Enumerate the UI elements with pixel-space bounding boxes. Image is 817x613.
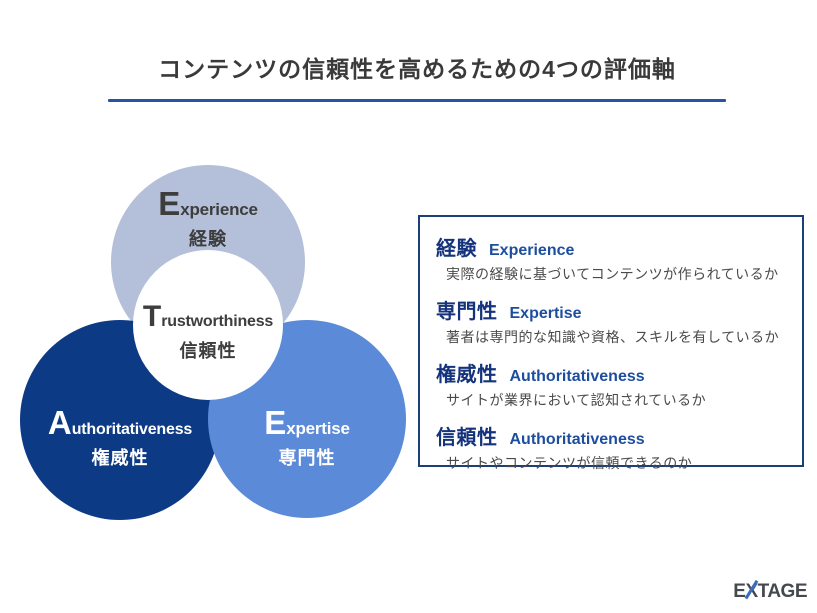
experience-label-jp: 経験: [189, 229, 227, 249]
trustworthiness-label-jp: 信頼性: [179, 341, 237, 361]
panel-item-jp-label: 権威性: [436, 364, 498, 386]
logo-text-part1: E: [733, 581, 746, 602]
panel-item-heading: 権威性 Authoritativeness: [436, 358, 786, 387]
panel-item-description: 実際の経験に基づいてコンテンツが作られているか: [446, 266, 779, 282]
panel-item-authoritativeness: 権威性 Authoritativeness サイトが業界において認知されているか: [436, 358, 786, 410]
panel-item-en-label: Expertise: [509, 305, 582, 322]
panel-item-heading: 経験 Experience: [436, 232, 786, 261]
panel-item-trustworthiness: 信頼性 Authoritativeness サイトやコンテンツが信頼できるのか: [436, 421, 786, 473]
panel-item-en-label: Authoritativeness: [509, 368, 645, 385]
expertise-rest: xpertise: [286, 419, 350, 438]
authoritativeness-initial: A: [47, 404, 72, 441]
logo-text-part2: X: [744, 579, 758, 602]
panel-item-heading: 専門性 Expertise: [436, 295, 786, 324]
logo-x-letter: X: [745, 581, 758, 602]
logo-text-part3: TAGE: [757, 581, 808, 602]
trustworthiness-rest: rustworthiness: [161, 313, 274, 330]
panel-item-heading: 信頼性 Authoritativeness: [436, 421, 786, 450]
panel-item-jp-label: 信頼性: [436, 427, 498, 449]
panel-item-description: サイトが業界において認知されているか: [446, 392, 707, 408]
criteria-panel: 経験 Experience 実際の経験に基づいてコンテンツが作られているか 専門…: [418, 215, 804, 471]
panel-item-description: サイトやコンテンツが信頼できるのか: [446, 455, 693, 471]
expertise-label-jp: 専門性: [278, 448, 336, 468]
panel-item-en-label: Authoritativeness: [509, 431, 645, 448]
panel-item-jp-label: 経験: [436, 238, 477, 260]
authoritativeness-rest: uthoritativeness: [71, 421, 193, 438]
authoritativeness-label-jp: 権威性: [91, 448, 149, 468]
panel-item-experience: 経験 Experience 実際の経験に基づいてコンテンツが作られているか: [436, 232, 786, 284]
panel-item-en-label: Experience: [489, 242, 575, 259]
trustworthiness-initial: T: [142, 300, 162, 333]
experience-initial: E: [158, 185, 181, 222]
panel-item-expertise: 専門性 Expertise 著者は専門的な知識や資格、スキルを有しているか: [436, 295, 786, 347]
panel-item-jp-label: 専門性: [436, 301, 498, 323]
page-title: コンテンツの信頼性を高めるための4つの評価軸: [158, 56, 676, 82]
expertise-initial: E: [264, 404, 287, 441]
title-underline: [108, 99, 726, 102]
panel-item-description: 著者は専門的な知識や資格、スキルを有しているか: [446, 329, 780, 345]
experience-rest: xperience: [180, 200, 258, 219]
